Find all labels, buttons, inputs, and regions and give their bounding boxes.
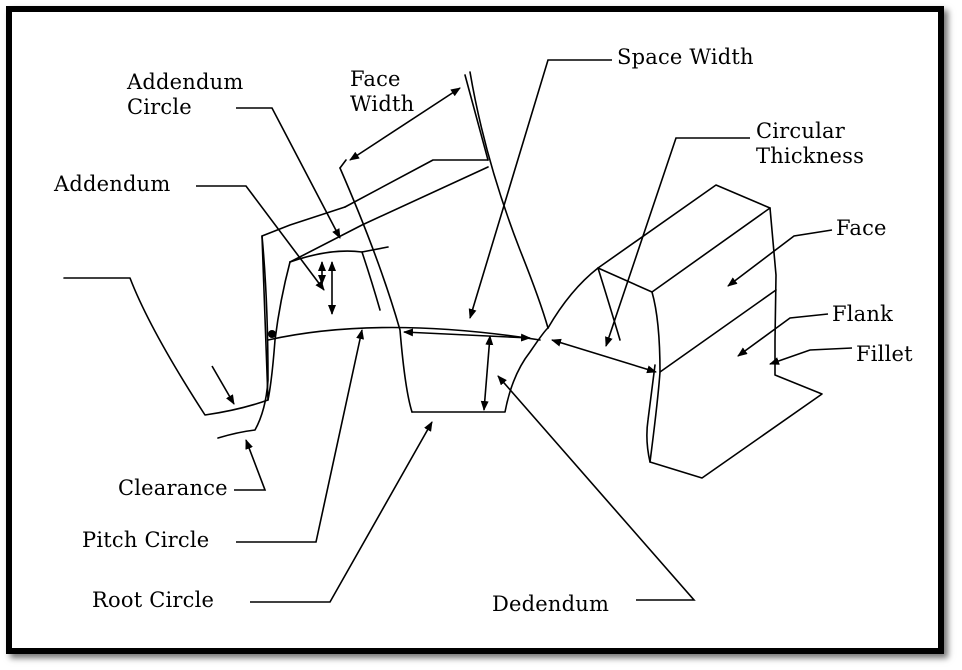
circular-thickness-label: Circular Thickness <box>756 119 865 168</box>
face-label: Face <box>836 216 887 240</box>
addendum-label: Addendum <box>54 172 171 196</box>
face-leader <box>727 229 833 287</box>
addendum-leader <box>196 185 325 291</box>
right-block-mid-edge <box>659 289 777 373</box>
circular-thickness-dimension <box>551 338 657 374</box>
right-block-outline <box>547 184 823 479</box>
pitch-point-dot <box>268 330 276 338</box>
addendum-circle-label: Addendum Circle <box>127 70 244 119</box>
left-tooth-top-edge <box>289 159 489 263</box>
clearance-leader <box>234 439 267 491</box>
dedendum-label: Dedendum <box>492 592 610 616</box>
face-width-guide <box>339 74 489 169</box>
addendum-circle-leader <box>236 107 341 239</box>
right-block-pitch-edge <box>597 267 621 341</box>
gap-right-wall <box>469 71 549 329</box>
fillet-label: Fillet <box>856 342 913 366</box>
dedendum-leader <box>497 375 696 601</box>
face-width-leader <box>349 87 461 161</box>
tooth-line-mid <box>361 251 381 311</box>
left-base-profile <box>63 206 346 416</box>
right-block-front-edge <box>649 291 661 463</box>
fillet-leader <box>769 347 853 365</box>
pitch-circle-label: Pitch Circle <box>82 528 210 552</box>
root-circle-leader <box>250 421 433 603</box>
space-width-leader <box>468 59 612 319</box>
clearance-label: Clearance <box>118 476 228 500</box>
flank-leader <box>737 313 829 357</box>
left-tooth-flank <box>267 261 291 401</box>
left-tooth-front <box>217 235 269 439</box>
flank-label: Flank <box>832 302 894 326</box>
clearance-arrow <box>211 365 235 405</box>
root-circle-label: Root Circle <box>92 588 215 612</box>
circular-thickness-leader <box>605 137 750 347</box>
face-width-label: Face Width <box>350 67 415 116</box>
pitch-circle-leader <box>236 329 365 543</box>
gap-left-wall <box>339 167 413 413</box>
gap-root <box>411 327 549 413</box>
space-width-dimension <box>403 328 531 342</box>
dedendum-dimension <box>480 335 494 411</box>
space-width-label: Space Width <box>617 45 754 69</box>
pitch-circle-arc <box>267 326 541 341</box>
